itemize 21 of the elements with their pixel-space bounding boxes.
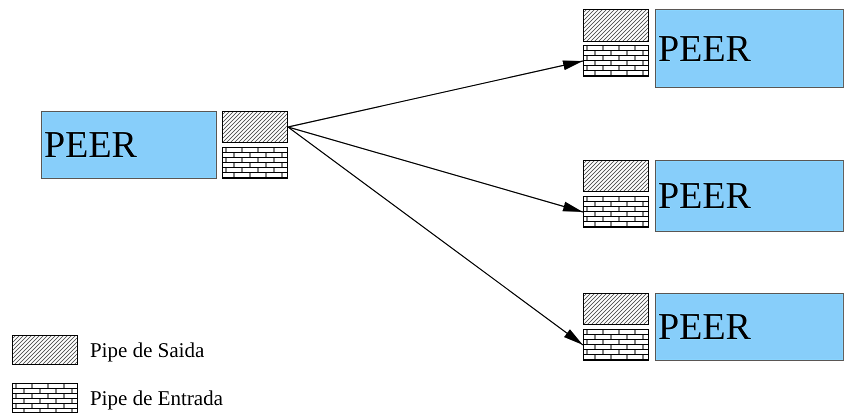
arrow [288,126,584,346]
arrow [288,60,584,128]
legend-label: Pipe de Entrada [90,388,223,409]
legend-label: Pipe de Saida [90,340,204,361]
output-pipe-box [222,111,288,143]
input-pipe-box [222,147,288,179]
peer-box [655,9,844,88]
input-pipe-box [583,329,649,361]
arrow [288,126,584,213]
node-label: PEER [658,308,751,346]
output-pipe-box [583,9,649,42]
node-label: PEER [658,30,751,68]
input-pipe-box [583,45,649,77]
peer-box [655,160,844,232]
output-pipe-box [583,293,649,325]
node-label: PEER [658,177,751,215]
output-pipe-box [583,160,649,192]
node-label: PEER [44,126,137,164]
peer-box [655,293,844,361]
peer-box [41,111,217,179]
input-pipe-box [583,196,649,228]
